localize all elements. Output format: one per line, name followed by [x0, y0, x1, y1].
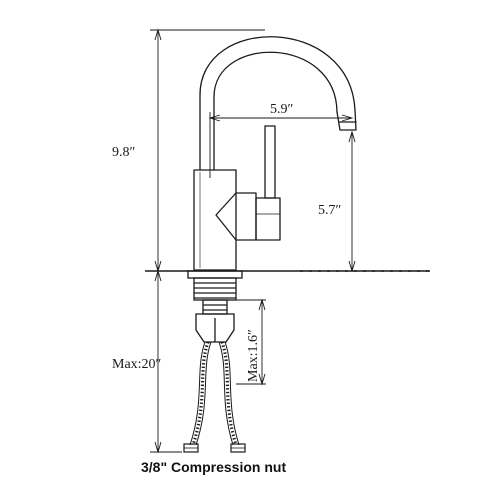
- spout-height-arrow-top: [348, 130, 356, 143]
- hose-length-arrow-top: [154, 269, 162, 282]
- threaded-shank: [202, 299, 228, 315]
- mounting-flange: [187, 270, 243, 279]
- spout-inner-edge: [213, 51, 338, 171]
- spout-tip: [336, 109, 357, 131]
- mount-length-arrow-top: [258, 298, 266, 311]
- mount-length-arrow-bottom: [258, 373, 266, 386]
- left-hose-braid: [191, 341, 210, 446]
- lever-handle: [264, 125, 276, 199]
- spout-reach-label: 5.9″: [270, 102, 294, 117]
- mounting-nut: [193, 277, 237, 301]
- right-hose-outline-a: [218, 341, 234, 446]
- compression-nut-caption: 3/8" Compression nut: [141, 459, 286, 475]
- spout-height-arrow-bottom: [348, 260, 356, 273]
- handle-mount: [215, 192, 257, 241]
- right-hose-outline-b: [224, 341, 240, 446]
- total-height-arrow-top: [154, 28, 162, 41]
- left-hose-outline-b: [195, 341, 212, 446]
- braided-hoses: [183, 341, 246, 453]
- spout-height-label: 5.7″: [318, 203, 342, 218]
- hose-connector: [195, 313, 235, 343]
- dimension-lines: [150, 28, 356, 454]
- hose-length-arrow-bottom: [154, 441, 162, 454]
- faucet-drawing: [193, 36, 357, 271]
- mounting-hardware: [187, 270, 243, 343]
- reach-arrow-left: [208, 114, 221, 122]
- mount-length-label: Max:1.6″: [246, 329, 261, 382]
- right-hose-braid: [220, 341, 238, 446]
- hose-length-label: Max:20″: [112, 357, 162, 372]
- spout-outer-edge: [199, 36, 356, 171]
- reach-arrow-right: [341, 114, 354, 122]
- total-height-label: 9.8″: [112, 145, 136, 160]
- left-hose-outline-a: [189, 341, 206, 446]
- handle-cartridge: [255, 197, 281, 241]
